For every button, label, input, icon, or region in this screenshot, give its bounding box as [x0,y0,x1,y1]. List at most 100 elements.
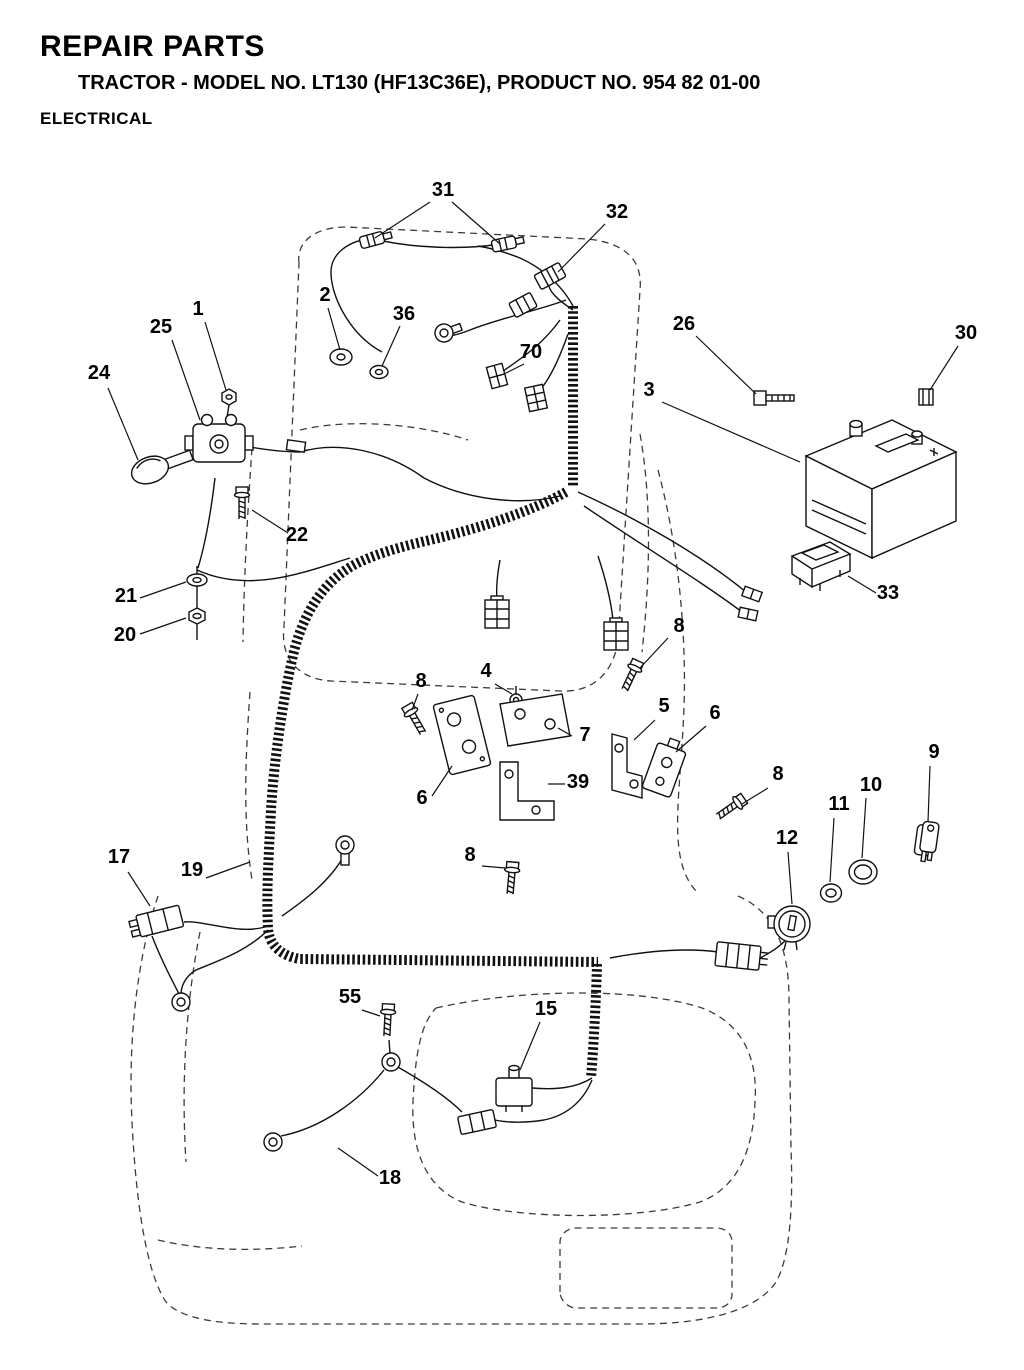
callout-6b: 6 [416,787,427,809]
leader-line-7 [557,727,573,737]
part-screw-8d [501,860,522,896]
callout-18: 18 [379,1167,401,1189]
leader-line-8a [639,637,669,669]
leader-line-26 [695,335,757,395]
callout-8d: 8 [464,844,475,866]
callout-19: 19 [181,859,203,881]
leader-line-12 [787,851,793,905]
leader-line-17 [127,871,151,907]
callout-5: 5 [658,695,669,717]
part-connector-hood [285,439,307,453]
callout-33: 33 [877,582,899,604]
part-bolt-26 [753,390,795,406]
callout-17: 17 [108,846,130,868]
part-connector-70a [485,362,509,390]
callout-36: 36 [393,303,415,325]
leader-line-55 [361,1009,381,1017]
callout-8a: 8 [673,615,684,637]
callout-39: 39 [567,771,589,793]
callout-31: 31 [432,179,454,201]
callout-26: 26 [673,313,695,335]
part-ring-terminal-b [171,992,191,1012]
leader-line-22 [251,509,289,534]
leader-line-8c [741,787,769,805]
part-keys-9 [913,820,940,863]
callout-7: 7 [579,724,590,746]
leader-line-19 [205,861,251,879]
part-connector-32 [533,262,567,290]
leader-line-6a [675,725,707,753]
callout-8c: 8 [772,763,783,785]
part-plate-7 [499,693,571,747]
part-ring-terminal-d [263,1132,283,1152]
page-header: REPAIR PARTS TRACTOR - MODEL NO. LT130 (… [40,30,760,129]
callout-10: 10 [860,774,882,796]
leader-line-25 [171,339,201,421]
callout-6a: 6 [709,702,720,724]
tractor-outline [130,226,793,1325]
part-ring-terminal-c [381,1052,401,1072]
leader-line-21 [139,581,187,599]
callout-25: 25 [150,316,172,338]
leader-line-6b [431,765,453,797]
leader-line-20 [139,617,187,635]
part-hour-meter-15 [495,1064,533,1112]
part-bracket-39 [499,761,555,821]
part-rocker-switch-33 [790,541,852,591]
part-eyelet-terminal [434,322,464,343]
model-subtitle: TRACTOR - MODEL NO. LT130 (HF13C36E), PR… [78,72,761,94]
leader-line-8d [481,865,506,869]
part-washer-11 [819,883,843,903]
part-connector-70b [523,383,549,413]
leader-line-24 [107,387,139,461]
part-connector-31-left [358,231,393,249]
part-washer-2 [329,348,353,366]
leader-line-32 [557,223,606,273]
callout-8b: 8 [415,670,426,692]
callout-30: 30 [955,322,977,344]
leader-line-10 [861,797,867,859]
leader-line-31 [374,201,431,239]
part-ignition-switch-12 [767,905,811,951]
callout-11: 11 [828,793,849,815]
leader-line-2 [327,307,341,351]
callout-15: 15 [535,998,557,1020]
leader-line-1 [204,321,227,391]
leader-line-4 [494,683,513,695]
callout-9: 9 [928,741,939,763]
leader-line-31 [451,201,501,245]
leader-line-15 [519,1021,541,1071]
leader-line-33 [847,575,877,594]
leader-line-8b [411,693,419,711]
callout-2: 2 [319,284,330,306]
part-connector-mid-right [603,617,629,651]
callout-20: 20 [114,624,136,646]
part-bolt-55 [378,1002,397,1038]
callout-55: 55 [339,986,361,1008]
part-nut-30 [918,388,934,406]
part-battery-3 [804,419,958,560]
leader-line-30 [929,345,959,391]
part-connector-right-1 [740,585,764,603]
parts-layer [128,231,958,1152]
part-bracket-5 [611,733,643,799]
leader-line-5 [633,719,656,741]
callout-3: 3 [643,379,654,401]
coiled-cable [262,306,602,1079]
callout-22: 22 [286,524,308,546]
part-nut-20 [188,607,206,625]
part-fuse-17 [128,904,185,938]
callout-24: 24 [88,362,111,384]
part-connector-ignition [714,941,769,971]
callout-21: 21 [115,585,137,607]
part-bolt-22 [233,486,251,519]
leader-line-11 [829,817,835,883]
leader-line-18 [337,1147,379,1177]
part-washer-21 [186,573,208,587]
part-screw-8a [617,657,646,694]
leader-line-70 [503,363,525,375]
leader-line-9 [927,765,931,823]
part-switch-6a [641,737,687,798]
